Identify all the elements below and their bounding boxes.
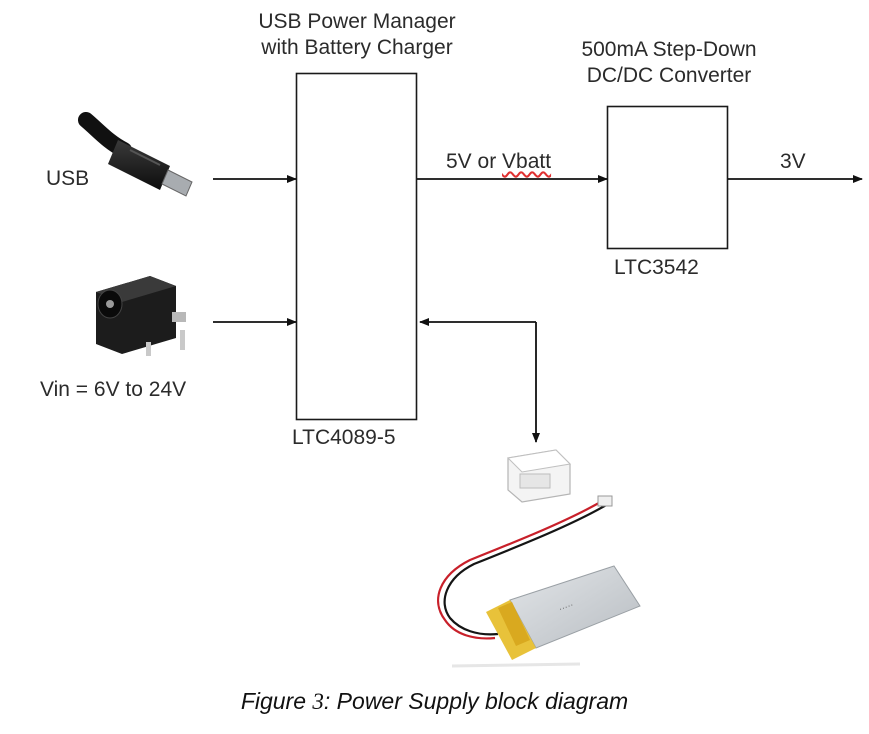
caption-prefix: Figure <box>240 688 313 714</box>
converter-box <box>606 105 729 250</box>
mid-signal-label: 5V or Vbatt <box>446 150 551 174</box>
caption-suffix: : Power Supply block diagram <box>323 688 629 714</box>
converter-title: 500mA Step-Down DC/DC Converter <box>540 38 798 88</box>
usb-label: USB <box>46 167 90 190</box>
lipo-battery-icon: ····· <box>437 495 641 668</box>
power-manager-title-line1: USB Power Manager <box>258 10 456 33</box>
converter-title-line1: 500mA Step-Down <box>581 38 757 61</box>
converter-title-line2: DC/DC Converter <box>586 64 752 87</box>
figure-caption: Figure 3: Power Supply block diagram <box>0 688 869 715</box>
power-manager-title-line2: with Battery Charger <box>261 36 453 59</box>
svg-text:·····: ····· <box>557 599 575 614</box>
battery-connector-icon <box>506 449 572 503</box>
power-manager-part: LTC4089-5 <box>292 426 396 449</box>
micro-usb-cable-icon <box>78 112 193 197</box>
output-voltage-label: 3V <box>780 150 806 173</box>
mid-signal-prefix: 5V or <box>446 150 503 173</box>
power-manager-title: USB Power Manager with Battery Charger <box>226 10 488 60</box>
dc-barrel-jack-icon <box>96 276 186 356</box>
mid-signal-vbatt: Vbatt <box>502 150 552 173</box>
converter-part: LTC3542 <box>614 256 699 279</box>
vin-label: Vin = 6V to 24V <box>40 378 187 401</box>
power-manager-box <box>295 72 418 421</box>
caption-number: 3 <box>312 689 324 714</box>
